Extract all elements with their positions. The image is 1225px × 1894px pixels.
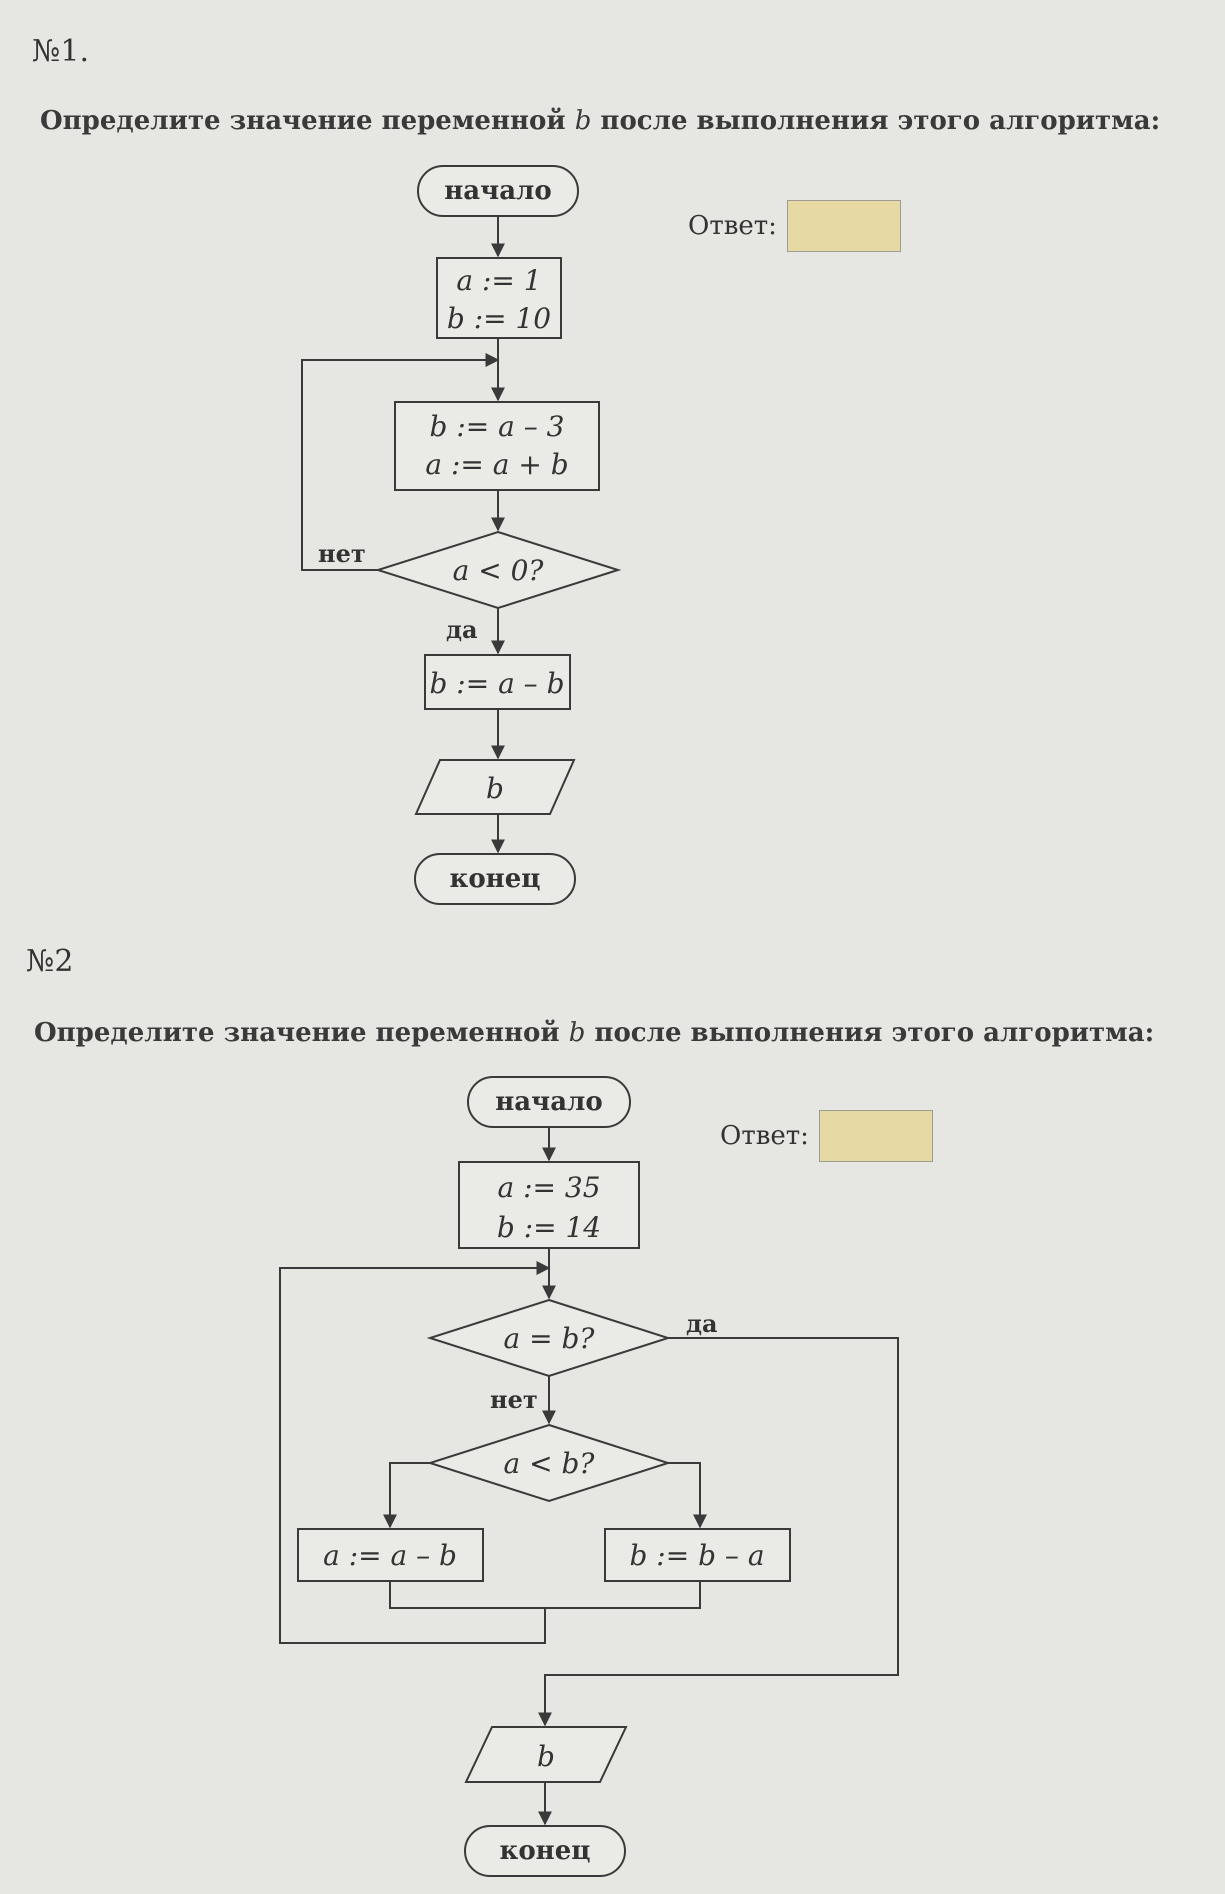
question-text-start: Определите значение переменной [40, 106, 575, 136]
right-action-block [604, 1528, 791, 1582]
question-variable: b [574, 106, 592, 136]
flowchart-2: начало a := 35 b := 14 a = b? да нет a <… [279, 1076, 899, 1877]
yes-label: да [446, 615, 478, 644]
after-label: b := a – b [429, 667, 564, 700]
no-loop [301, 353, 500, 571]
output-label: b [537, 1740, 555, 1773]
yes-label: да [686, 1309, 718, 1338]
body-a: a := a + b [425, 448, 568, 481]
start-label: начало [495, 1087, 602, 1117]
answer-label: Ответ: [688, 211, 777, 241]
output-label: b [486, 772, 504, 805]
output-parallelogram [414, 759, 576, 815]
answer-input[interactable] [786, 200, 901, 252]
condition-label: a < 0? [453, 554, 545, 587]
flowchart-1: начало a := 1 b := 10 b := a – 3 a := a … [301, 165, 622, 905]
answer-input[interactable] [818, 1110, 933, 1162]
init-block [436, 257, 562, 339]
body-b: b := a – 3 [430, 410, 565, 443]
init-b: b := 14 [497, 1211, 601, 1244]
question-variable: b [568, 1018, 586, 1048]
init-a: a := 1 [456, 264, 541, 297]
no-label: нет [490, 1385, 538, 1414]
problem-1-answer: Ответ: [688, 200, 901, 252]
end-terminal [464, 1825, 626, 1877]
problem-1-number: №1. [32, 34, 90, 69]
left-action-label: a := a – b [323, 1539, 457, 1572]
condition-2-diamond [426, 1423, 672, 1503]
body-block [394, 401, 600, 491]
init-a: a := 35 [497, 1171, 600, 1204]
condition-2-label: a < b? [504, 1447, 596, 1480]
question-text-start: Определите значение переменной [34, 1018, 569, 1048]
end-label: конец [450, 864, 541, 894]
problem-1-question: Определите значение переменной b после в… [40, 106, 1160, 136]
question-text-end: после выполнения этого алгоритма: [585, 1018, 1155, 1048]
problem-2-number: №2 [26, 944, 74, 979]
right-action-label: b := b – a [629, 1539, 764, 1572]
condition-1-label: a = b? [504, 1322, 596, 1355]
end-terminal [414, 853, 576, 905]
yes-branch [538, 1337, 899, 1727]
start-label: начало [444, 176, 551, 206]
problem-2-answer: Ответ: [720, 1110, 933, 1162]
question-text-end: после выполнения этого алгоритма: [591, 106, 1161, 136]
output-parallelogram [464, 1726, 628, 1783]
init-b: b := 10 [447, 302, 551, 335]
end-label: конец [500, 1836, 591, 1866]
loop-back [279, 1261, 551, 1644]
left-action-block [297, 1528, 484, 1582]
answer-label: Ответ: [720, 1121, 809, 1151]
init-block [458, 1161, 640, 1249]
no-label: нет [318, 539, 366, 568]
problem-2-question: Определите значение переменной b после в… [34, 1018, 1154, 1048]
